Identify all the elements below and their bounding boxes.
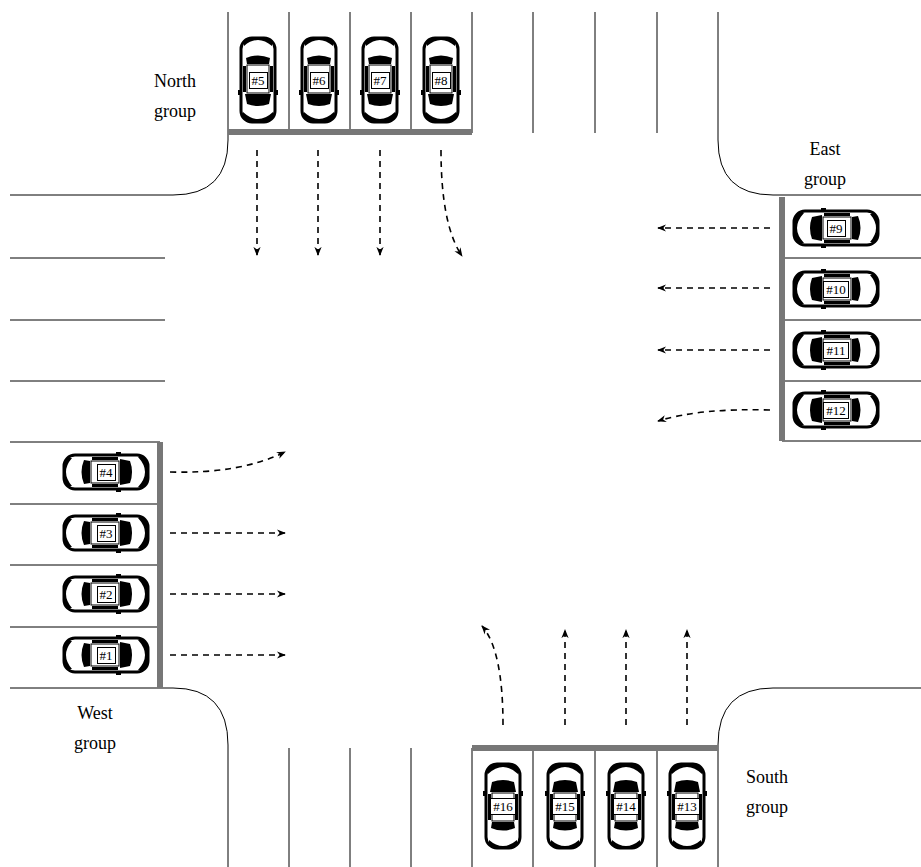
curb (10, 12, 228, 195)
car: #7 (360, 36, 400, 124)
group-label: East group (792, 134, 858, 194)
car-body (63, 635, 149, 675)
car-body (238, 37, 278, 123)
car-number: #13 (674, 798, 700, 815)
car-number: #5 (249, 72, 268, 89)
car: #14 (606, 762, 646, 850)
car-body (63, 452, 149, 492)
car: #8 (421, 36, 461, 124)
car-body (299, 37, 339, 123)
curb (718, 688, 921, 867)
car-number: #14 (613, 798, 639, 815)
car: #1 (62, 635, 150, 675)
movement-arrows (170, 150, 770, 725)
car-body (793, 330, 879, 370)
car-body (63, 574, 149, 614)
car-number: #10 (823, 281, 849, 298)
car-number: #2 (97, 586, 116, 603)
car: #12 (792, 390, 880, 430)
car-body (606, 763, 646, 849)
car-number: #11 (823, 342, 848, 359)
curb (718, 12, 921, 195)
car: #4 (62, 452, 150, 492)
group-label: South group (734, 762, 800, 822)
car: #10 (792, 269, 880, 309)
car-body (793, 269, 879, 309)
car-body (545, 763, 585, 849)
car-number: #12 (823, 402, 849, 419)
car-number: #4 (97, 464, 116, 481)
car-number: #15 (552, 798, 578, 815)
curb (10, 688, 228, 867)
car-body (667, 763, 707, 849)
car-body (793, 390, 879, 430)
car: #11 (792, 330, 880, 370)
car-body (421, 37, 461, 123)
car-number: #8 (432, 72, 451, 89)
car-body (793, 208, 879, 248)
car-body (63, 513, 149, 553)
lane-lines (10, 12, 921, 867)
car: #16 (483, 762, 523, 850)
curb-lines (10, 12, 921, 867)
car: #15 (545, 762, 585, 850)
car: #9 (792, 208, 880, 248)
car-number: #9 (827, 220, 846, 237)
car: #2 (62, 574, 150, 614)
stop-bar (779, 197, 785, 441)
car-number: #7 (371, 72, 390, 89)
car: #3 (62, 513, 150, 553)
stop-bars (157, 129, 785, 751)
stop-bar (228, 129, 472, 135)
car: #5 (238, 36, 278, 124)
group-label: North group (142, 66, 208, 126)
car-body (483, 763, 523, 849)
car-number: #3 (97, 525, 116, 542)
group-label: West group (62, 698, 128, 758)
car-number: #16 (490, 798, 516, 815)
stop-bar (157, 442, 163, 688)
car: #13 (667, 762, 707, 850)
car-number: #1 (97, 647, 116, 664)
car: #6 (299, 36, 339, 124)
stop-bar (472, 745, 718, 751)
car-body (360, 37, 400, 123)
car-number: #6 (310, 72, 329, 89)
